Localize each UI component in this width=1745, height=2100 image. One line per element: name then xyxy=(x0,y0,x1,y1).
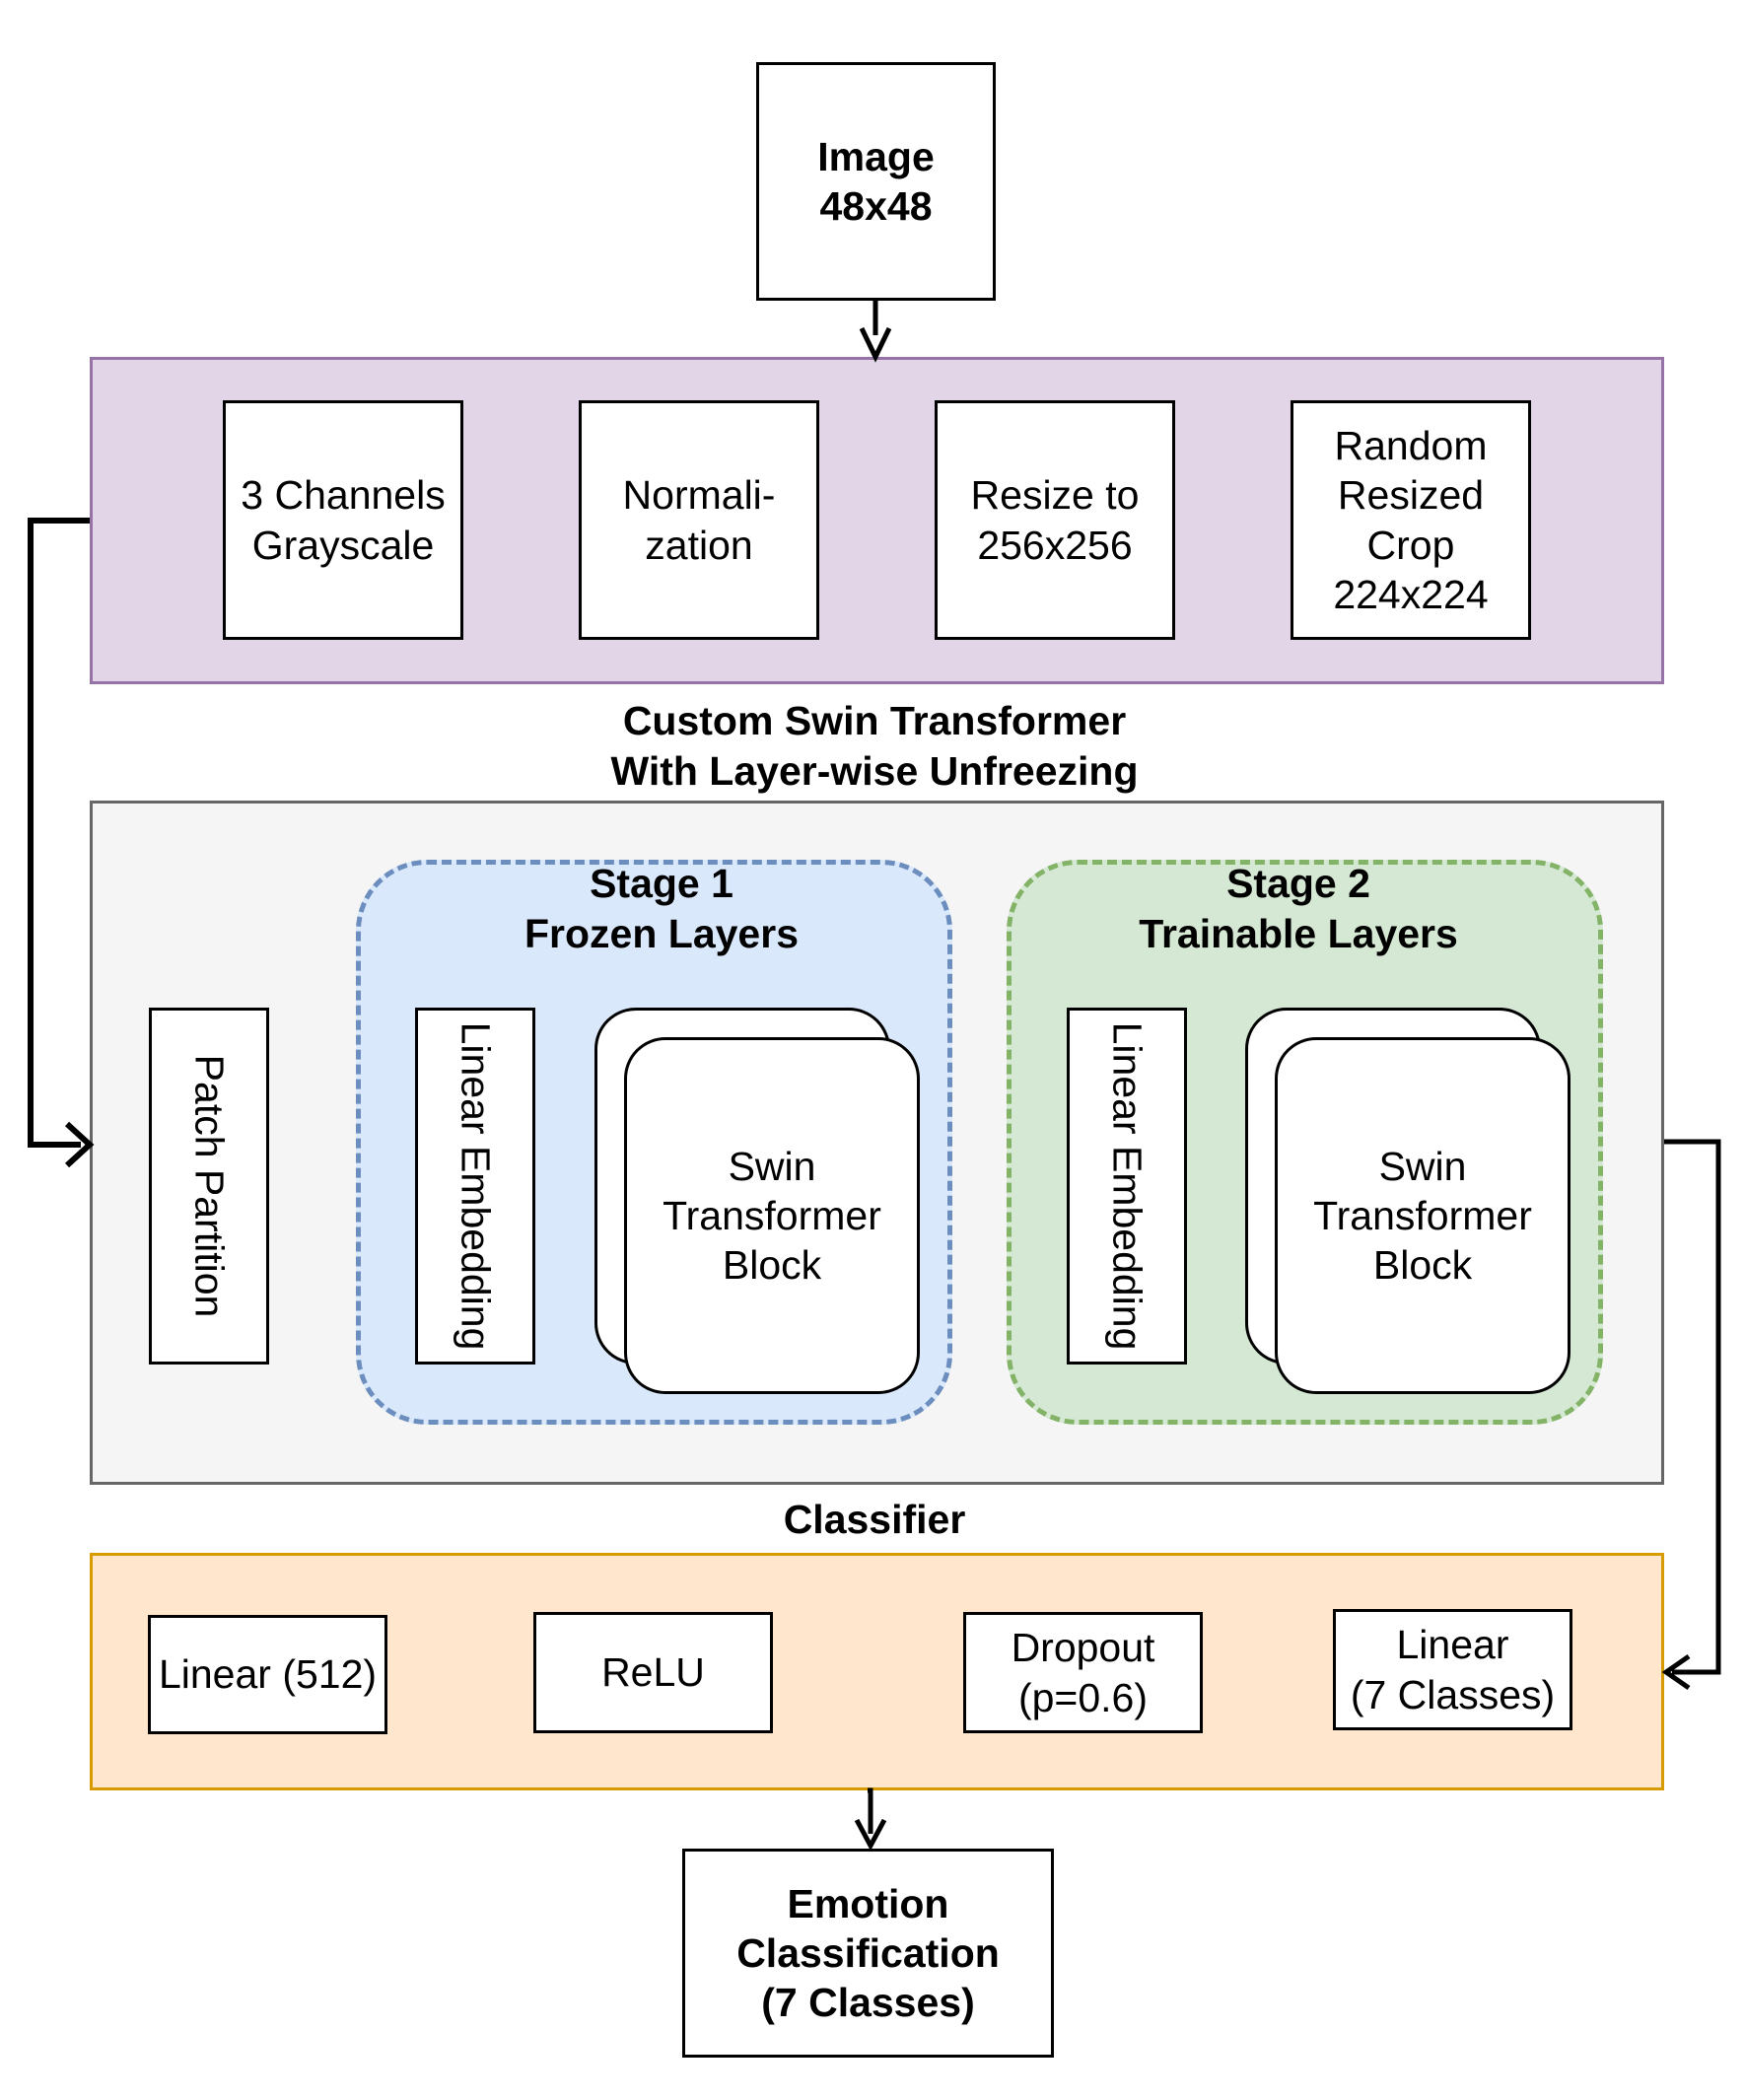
stage2-swin-transformer-block: Swin Transformer Block xyxy=(1275,1037,1570,1394)
classifier-linear-512: Linear (512) xyxy=(148,1615,387,1734)
stage2-title: Stage 2 Trainable Layers xyxy=(1139,861,1458,957)
emotion-classification-output: Emotion Classification (7 Classes) xyxy=(682,1849,1054,2058)
classifier-linear-7-classes: Linear (7 Classes) xyxy=(1333,1609,1572,1730)
classifier-relu: ReLU xyxy=(533,1612,773,1733)
preprocess-step-random-crop: Random Resized Crop 224x224 xyxy=(1291,400,1531,640)
preprocess-step-normalization: Normali- zation xyxy=(579,400,819,640)
stage1-title: Stage 1 Frozen Layers xyxy=(524,861,799,957)
arrow-preprocessing-to-backbone xyxy=(28,518,95,1168)
classifier-title: Classifier xyxy=(783,1497,966,1542)
arrow-classifier-to-output xyxy=(854,1787,887,1852)
classifier-dropout: Dropout (p=0.6) xyxy=(963,1612,1203,1733)
preprocess-step-resize: Resize to 256x256 xyxy=(935,400,1175,640)
arrow-backbone-to-classifier xyxy=(1661,1139,1721,1691)
backbone-title: Custom Swin Transformer With Layer-wise … xyxy=(610,698,1139,795)
patch-partition-node: Patch Partition xyxy=(149,1008,269,1365)
arrow-image-to-preprocessing xyxy=(859,301,892,363)
preprocess-step-grayscale: 3 Channels Grayscale xyxy=(223,400,463,640)
stage1-linear-embedding-node: Linear Embedding xyxy=(415,1008,535,1365)
input-image-node: Image 48x48 xyxy=(756,62,996,301)
stage1-swin-transformer-block: Swin Transformer Block xyxy=(624,1037,920,1394)
stage2-linear-embedding-node: Linear Embedding xyxy=(1067,1008,1187,1365)
